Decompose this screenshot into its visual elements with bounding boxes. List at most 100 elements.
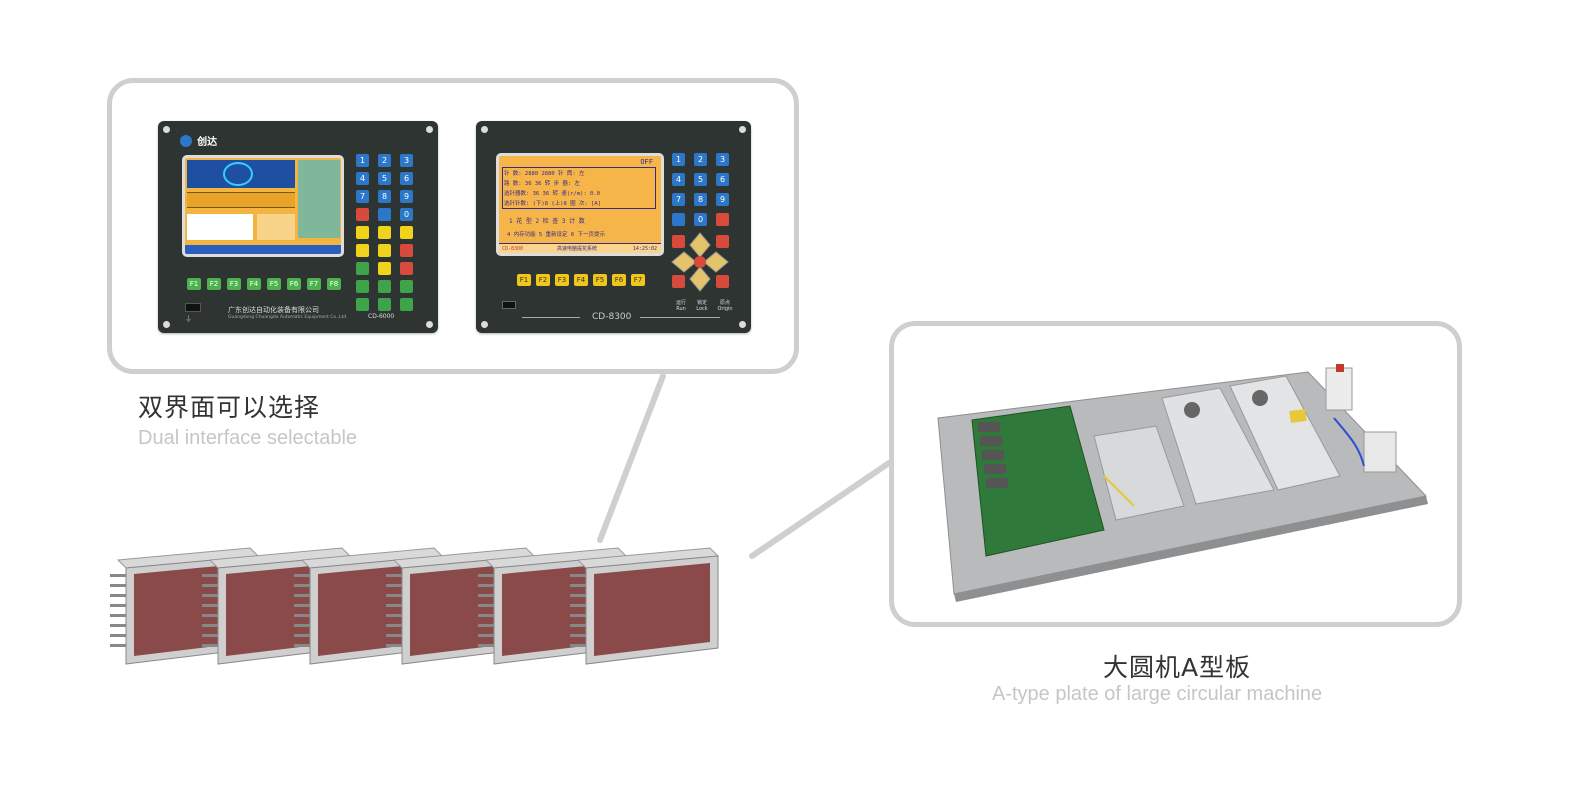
key-green-1[interactable] [356,262,369,275]
lcd-row-3: 选针器数: 36 36 转 速(r/m): 0.0 [504,191,600,197]
fkey-f1[interactable]: F1 [187,278,201,290]
lcd-row-2: 路 数: 36 36 转 步 器: 左 [504,181,581,187]
caption-dual-interface-en: Dual interface selectable [138,427,358,449]
fan-icon [1184,402,1200,418]
control-panel-cd6000: 创达 1 2 3 4 5 6 7 8 9 0 [158,121,438,333]
key-0[interactable]: 0 [694,213,707,226]
key-green-7[interactable] [400,298,413,311]
key-green-2[interactable] [356,280,369,293]
key-red-2[interactable] [400,244,413,257]
key-blue-a[interactable] [672,213,685,226]
model-cd8300: CD-8300 [592,312,632,322]
lcd-data-block [187,192,295,208]
lcd-menu-2: 4 内存功能 5 重新设定 6 下一页提示 [507,232,605,238]
relay-stack [978,422,1008,488]
key-green-6[interactable] [378,298,391,311]
key-8[interactable]: 8 [378,190,391,203]
company-name-en: Guangdong Chuangda Automatic Equipment C… [228,315,347,320]
screw [739,126,746,133]
fkey-f7[interactable]: F7 [307,278,321,290]
lcd-footer-mid: 高速电脑提花系统 [557,246,598,252]
fkey-f8[interactable]: F8 [327,278,341,290]
wiring-harness [1103,475,1135,507]
key-yellow-5[interactable] [378,244,391,257]
arrow-left-key [671,251,697,273]
key-1[interactable]: 1 [672,153,685,166]
label-lock: 锁定 Lock [696,300,708,312]
key-6[interactable]: 6 [716,173,729,186]
fkey-f2[interactable]: F2 [207,278,221,290]
key-red-3[interactable] [400,262,413,275]
fkey-f4[interactable]: F4 [247,278,261,290]
key-green-3[interactable] [378,280,391,293]
fkey-f5[interactable]: F5 [267,278,281,290]
key-red-2[interactable] [672,235,685,248]
lcd-green-panel [298,160,340,238]
selector-module-row [110,547,720,665]
fkey-f3[interactable]: F3 [227,278,241,290]
lcd-screen-cd6000 [182,155,344,257]
screw [739,321,746,328]
key-blue-a[interactable] [378,208,391,221]
power-supply-small [1093,425,1185,521]
key-0[interactable]: 0 [400,208,413,221]
lcd-footer-left: CD-8300 [502,246,524,252]
lcd-screen-cd8300: OFF 针 数: 2880 2880 针 筒: 左 路 数: 36 36 转 步… [496,153,664,256]
wiring-harness [1333,417,1365,467]
fkey-f7[interactable]: F7 [631,274,645,286]
fkey-f1[interactable]: F1 [517,274,531,286]
key-4[interactable]: 4 [356,172,369,185]
key-9[interactable]: 9 [716,193,729,206]
key-8[interactable]: 8 [694,193,707,206]
screw [426,321,433,328]
lcd-row-4: 选针针数: (下)8 (上)8 圈 次: [A] [504,201,601,207]
control-pcb [971,405,1105,557]
key-3[interactable]: 3 [716,153,729,166]
key-2[interactable]: 2 [378,154,391,167]
key-green-5[interactable] [356,298,369,311]
fkey-f5[interactable]: F5 [593,274,607,286]
key-7[interactable]: 7 [672,193,685,206]
screw [481,321,488,328]
fkey-f2[interactable]: F2 [536,274,550,286]
label-run: 运行 Run [675,300,686,312]
usb-port[interactable] [502,301,516,309]
key-7[interactable]: 7 [356,190,369,203]
key-red-5[interactable] [716,275,729,288]
key-yellow-3[interactable] [400,226,413,239]
key-red[interactable] [356,208,369,221]
key-green-4[interactable] [400,280,413,293]
screw [163,321,170,328]
key-3[interactable]: 3 [400,154,413,167]
key-red[interactable] [716,213,729,226]
key-yellow-2[interactable] [378,226,391,239]
key-6[interactable]: 6 [400,172,413,185]
fkey-f6[interactable]: F6 [287,278,301,290]
key-9[interactable]: 9 [400,190,413,203]
lcd-data-table [502,167,656,209]
key-red-3[interactable] [716,235,729,248]
key-1[interactable]: 1 [356,154,369,167]
key-4[interactable]: 4 [672,173,685,186]
key-5[interactable]: 5 [378,172,391,185]
key-5[interactable]: 5 [694,173,707,186]
key-yellow-1[interactable] [356,226,369,239]
direction-pad[interactable] [668,231,732,293]
key-red-4[interactable] [672,275,685,288]
fkey-f4[interactable]: F4 [574,274,588,286]
arrow-up-key [689,232,711,258]
key-2[interactable]: 2 [694,153,707,166]
fkey-f3[interactable]: F3 [555,274,569,286]
lcd-footer-time: 14:25:02 [632,246,657,252]
lcd-footer [499,243,661,253]
caption-dual-interface-cn: 双界面可以选择 [138,393,321,422]
lcd-white-block [187,214,253,240]
fkey-f6[interactable]: F6 [612,274,626,286]
control-panel-cd8300: OFF 针 数: 2880 2880 针 筒: 左 路 数: 36 36 转 步… [476,121,751,333]
key-yellow-6[interactable] [378,262,391,275]
company-name-cn: 广东创达自动化装备有限公司 [228,306,319,314]
usb-port[interactable] [185,303,201,312]
key-yellow-4[interactable] [356,244,369,257]
caption-a-type-plate-en: A-type plate of large circular machine [992,683,1323,705]
